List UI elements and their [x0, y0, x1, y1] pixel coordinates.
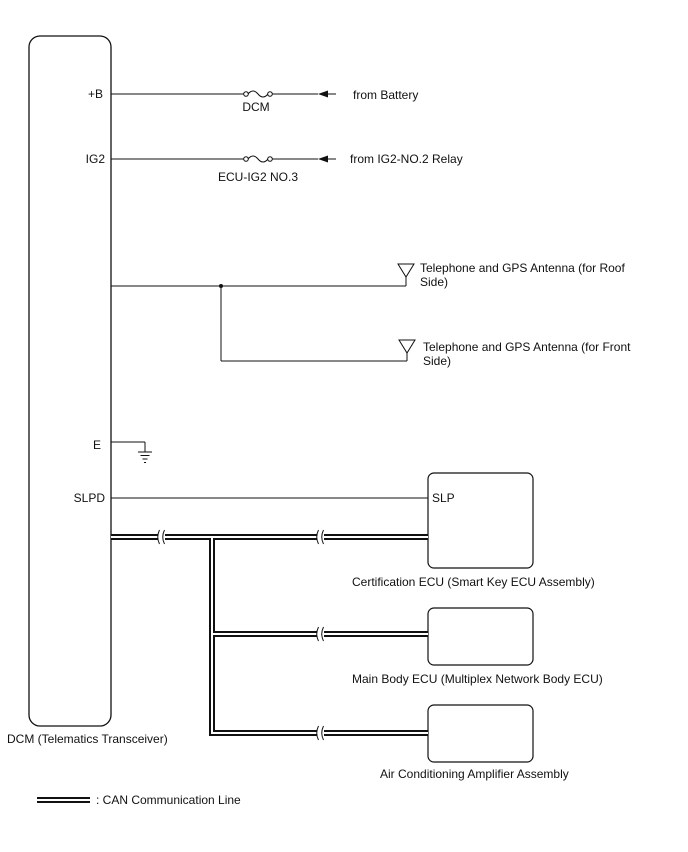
air-conditioning-box [427, 704, 534, 763]
source-battery-label: from Battery [353, 88, 418, 102]
dcm-block [28, 35, 112, 727]
certification-ecu-label: Certification ECU (Smart Key ECU Assembl… [352, 575, 595, 589]
antenna-icon [397, 263, 415, 278]
antenna-roof-line2: Side) [420, 275, 448, 289]
dcm-title: DCM (Telematics Transceiver) [7, 732, 168, 746]
ground-line: E [93, 438, 152, 463]
legend: : CAN Communication Line [37, 793, 241, 807]
arrow-left-icon [318, 155, 328, 163]
pin-b-label: +B [88, 87, 103, 101]
battery-line: +B DCM from Battery [88, 87, 418, 114]
fuse-icon [243, 155, 273, 163]
ig2-line: IG2 ECU-IG2 NO.3 from IG2-NO.2 Relay [86, 152, 463, 184]
legend-can-label: : CAN Communication Line [96, 793, 241, 807]
slpd-line: SLPD [74, 491, 428, 505]
fuse-icon [243, 90, 273, 98]
certification-ecu-pin: SLP [432, 491, 455, 505]
air-conditioning-label: Air Conditioning Amplifier Assembly [380, 767, 569, 781]
antenna-front-line1: Telephone and GPS Antenna (for Front [423, 340, 631, 354]
fuse-ecu-ig2-label: ECU-IG2 NO.3 [218, 170, 298, 184]
fuse-dcm-label: DCM [242, 100, 269, 114]
arrow-left-icon [318, 90, 328, 98]
line-break-marker [157, 529, 165, 545]
source-ig2-relay-label: from IG2-NO.2 Relay [350, 152, 463, 166]
antenna-icon [398, 339, 416, 354]
pin-e-label: E [93, 438, 101, 452]
ground-icon [138, 451, 152, 463]
can-bus [111, 529, 428, 741]
line-break-marker [316, 626, 324, 642]
line-break-marker [316, 725, 324, 741]
pin-ig2-label: IG2 [86, 152, 106, 166]
antenna-lines: Telephone and GPS Antenna (for Roof Side… [111, 261, 631, 368]
antenna-front-line2: Side) [423, 354, 451, 368]
line-break-marker [316, 529, 324, 545]
main-body-ecu-box [427, 607, 534, 666]
main-body-ecu-label: Main Body ECU (Multiplex Network Body EC… [352, 672, 603, 686]
antenna-roof-line1: Telephone and GPS Antenna (for Roof [420, 261, 625, 275]
pin-slpd-label: SLPD [74, 491, 106, 505]
certification-ecu-box [427, 472, 534, 569]
